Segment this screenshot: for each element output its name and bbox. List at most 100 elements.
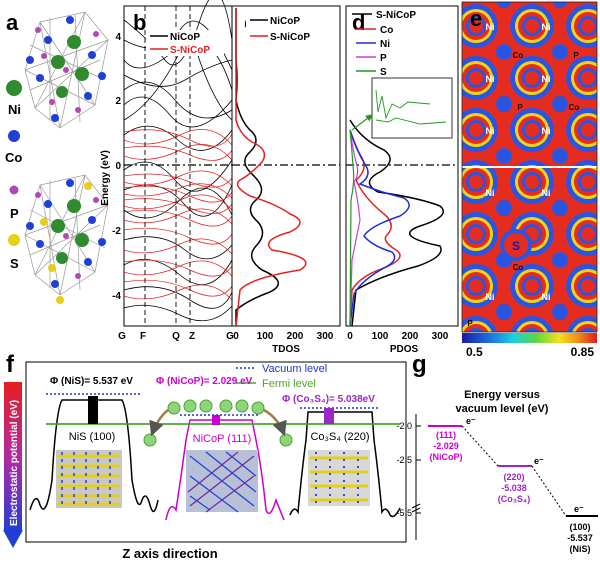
kpoint-q: Q [172, 331, 180, 342]
kpoint-g1: G [118, 331, 126, 342]
level-nis-line2: -5.537 [567, 533, 593, 543]
nicop-structure [186, 450, 258, 513]
co3s4-structure [308, 450, 370, 506]
map-label-ni-5: Ni [486, 126, 495, 136]
tdos-tick-300: 300 [317, 331, 334, 342]
tdos-s-nicop-curve [235, 8, 307, 327]
tdos-tick-200: 200 [287, 331, 304, 342]
g-tick-5-5: -5.5 [396, 508, 412, 518]
electron-chain [143, 399, 293, 447]
map-label-co-1: Co [513, 51, 524, 60]
colorbar [462, 333, 597, 343]
bands-s-nicop [123, 129, 233, 301]
panel-a-letter: a [6, 10, 19, 35]
kpoint-f: F [140, 331, 146, 342]
atoms-structure-1 [26, 16, 106, 122]
pdos-legend: S-NiCoP Co Ni P S [352, 10, 416, 78]
nicop-gap-bar [212, 415, 220, 425]
atoms-structure-2 [26, 179, 106, 304]
pdos-tick-100: 100 [372, 331, 389, 342]
energy-tick-labels: -4 -2 0 2 4 [112, 32, 121, 302]
y-tick-0: 0 [115, 161, 121, 172]
map-label-ni-6: Ni [542, 126, 551, 136]
ni-legend-label: Ni [8, 102, 21, 117]
y-tick-m2: -2 [112, 226, 121, 237]
electron-label-2: e⁻ [534, 456, 544, 466]
pdos-axis-label: PDOS [390, 344, 419, 355]
pdos-tick-200: 200 [402, 331, 419, 342]
legend-s-d: S [380, 67, 387, 78]
panel-b-letter: b [133, 10, 146, 35]
p-legend-label: P [10, 206, 19, 221]
panel-b: b Energy (eV) -4 -2 0 2 4 [100, 0, 234, 342]
s-legend-icon [8, 234, 20, 246]
tdos-nicop-curve [235, 8, 279, 326]
nis-gap-bar [88, 396, 98, 424]
panel-e-letter: e [470, 6, 482, 31]
g-title-line2: vacuum level (eV) [456, 403, 549, 415]
kpath-labels: G F Q Z G [118, 331, 234, 342]
map-label-co-2: Co [569, 103, 580, 112]
nis-potential-curve [29, 399, 159, 513]
panel-e: e Ni Ni Ni Ni Ni Ni Ni Ni Ni Ni Co Co Co… [461, 1, 598, 359]
electron-label-1: e⁻ [466, 416, 476, 426]
panel-g: g Energy versus vacuum level (eV) -2.0 -… [396, 351, 598, 554]
tdos-tick-labels: 0 100 200 300 [233, 331, 334, 342]
co3s4-gap-bar [324, 408, 334, 424]
legend-vacuum: Vacuum level [262, 363, 327, 375]
legend-s-nicop-d: S-NiCoP [376, 10, 416, 21]
co3s4-surface-label: Co₃S₄ (220) [310, 431, 369, 443]
nis-surface-label: NiS (100) [69, 431, 115, 443]
ni-legend-icon [6, 80, 22, 96]
electron-label-3: e⁻ [574, 504, 584, 514]
legend-p-d: P [380, 53, 387, 64]
pdos-co-curve [349, 129, 401, 327]
map-label-ni-1: Ni [486, 22, 495, 32]
map-label-ni-8: Ni [542, 188, 551, 198]
pdos-ni-curve [349, 129, 410, 327]
y-tick-m4: -4 [112, 291, 121, 302]
potential-gradient-bar [4, 382, 22, 532]
map-atom-labels: Ni Ni Ni Ni Ni Ni Ni Ni Ni Ni [486, 22, 551, 302]
map-label-s: S [512, 239, 520, 253]
map-label-ni-7: Ni [486, 188, 495, 198]
legend-s-nicop-b: S-NiCoP [170, 45, 210, 56]
colorbar-min: 0.5 [466, 345, 483, 359]
potential-axis-label: Electrostatic potential (eV) [9, 400, 20, 526]
nicop-work-function: Φ (NiCoP)= 2.029 eV [156, 376, 253, 387]
g-ticks: -2.0 -2.5 -5.5 [396, 421, 421, 518]
nicop-potential-curve [165, 419, 285, 521]
pdos-tick-labels: 0 100 200 300 [347, 331, 449, 342]
panel-a: a [5, 10, 109, 304]
level-co3s4-line2: -5.038 [501, 483, 527, 493]
map-atom-labels-dark: Co Co Co P P P [467, 51, 579, 328]
tdos-tick-100: 100 [257, 331, 274, 342]
panel-d: d S-NiCoP Co Ni P S 0 100 200 300 [345, 5, 459, 355]
map-label-co-3: Co [513, 263, 524, 272]
crystal-structure-nicop [24, 11, 109, 129]
charge-density-map-top [462, 2, 597, 166]
level-nis-line1: (100) [569, 522, 590, 532]
tdos-tick-0: 0 [233, 331, 239, 342]
legend-fermi: Fermi level [262, 378, 316, 390]
pdos-total-curve [349, 119, 444, 327]
map-label-ni-2: Ni [542, 22, 551, 32]
map-label-ni-10: Ni [542, 292, 551, 302]
tdos-axis-label: TDOS [272, 344, 300, 355]
g-tick-2-5: -2.5 [396, 455, 412, 465]
panel-g-letter: g [412, 351, 427, 378]
panel-f: f Electrostatic potential (eV) Vacuum le… [3, 351, 407, 561]
colorbar-max: 0.85 [571, 345, 595, 359]
co3s4-potential-curve [289, 411, 401, 518]
level-co3s4-line1: (220) [503, 472, 524, 482]
kpoint-g2: G [226, 331, 234, 342]
map-label-p-3: P [467, 319, 473, 328]
nicop-surface-label: NiCoP (111) [193, 433, 252, 445]
legend-nicop-b: NiCoP [170, 32, 200, 43]
level-nicop-line3: (NiCoP) [430, 452, 463, 462]
nis-work-function: Φ (NiS)= 5.537 eV [50, 376, 133, 387]
legend-co-d: Co [380, 25, 393, 36]
legend-ni-d: Ni [380, 39, 390, 50]
energy-axis-label: Energy (eV) [100, 150, 111, 206]
kpoint-z: Z [189, 331, 195, 342]
